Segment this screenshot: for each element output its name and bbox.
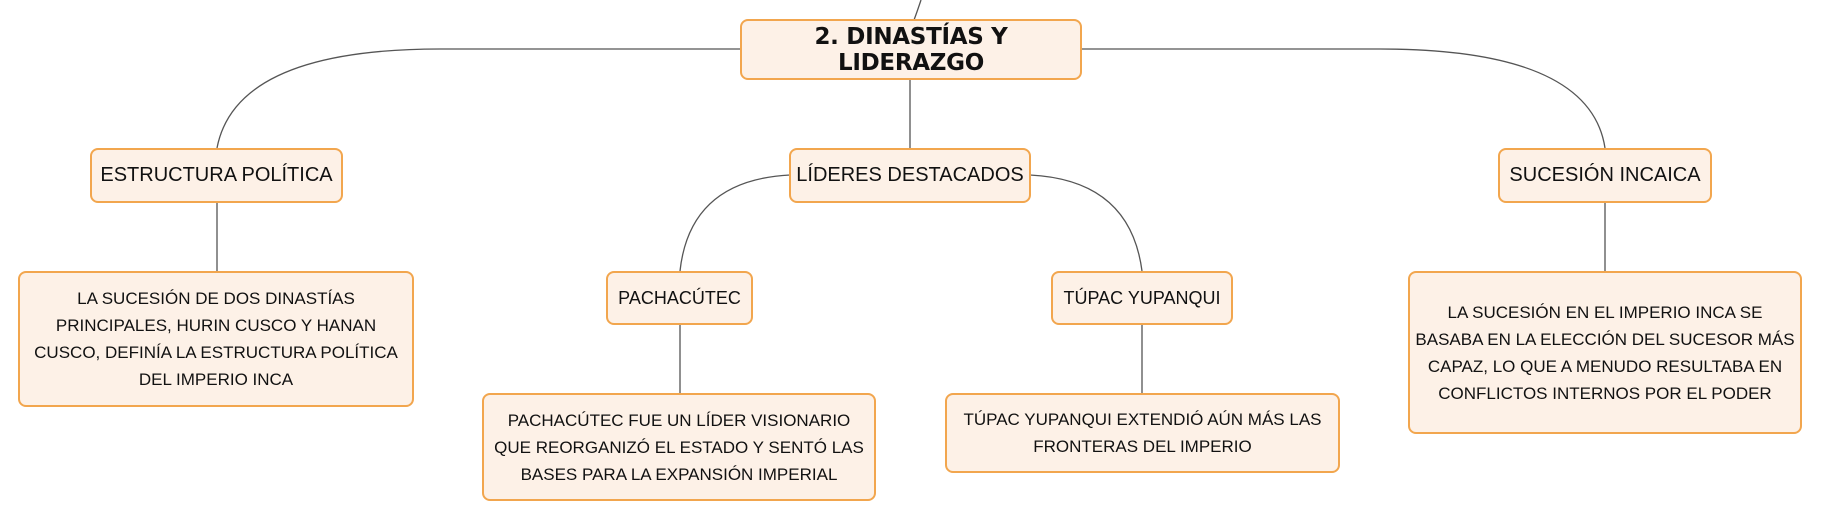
desc-sucesion-incaica-text: LA SUCESIÓN EN EL IMPERIO INCA SE BASABA… — [1415, 302, 1795, 403]
desc-estructura-politica[interactable]: LA SUCESIÓN DE DOS DINASTÍAS PRINCIPALES… — [18, 271, 414, 407]
root-label: 2. DINASTÍAS Y LIDERAZGO — [814, 23, 1008, 76]
desc-pachacutec-text: PACHACÚTEC FUE UN LÍDER VISIONARIO QUE R… — [494, 410, 864, 484]
desc-pachacutec[interactable]: PACHACÚTEC FUE UN LÍDER VISIONARIO QUE R… — [482, 393, 876, 501]
connector-root-to-sucesion — [1081, 48, 1606, 149]
leaf-pachacutec-label: PACHACÚTEC — [618, 287, 741, 308]
desc-sucesion-incaica[interactable]: LA SUCESIÓN EN EL IMPERIO INCA SE BASABA… — [1408, 271, 1802, 434]
topic-sucesion-incaica[interactable]: SUCESIÓN INCAICA — [1498, 148, 1712, 203]
leaf-tupac-yupanqui-label: TÚPAC YUPANQUI — [1063, 287, 1221, 308]
connector-from-parent — [913, 0, 922, 21]
connector-lideres-to-tupac — [1029, 174, 1143, 272]
desc-tupac-yupanqui[interactable]: TÚPAC YUPANQUI EXTENDIÓ AÚN MÁS LAS FRON… — [945, 393, 1340, 473]
topic-lideres-destacados-label: LÍDERES DESTACADOS — [796, 164, 1024, 186]
leaf-tupac-yupanqui[interactable]: TÚPAC YUPANQUI — [1051, 271, 1233, 325]
topic-lideres-destacados[interactable]: LÍDERES DESTACADOS — [789, 148, 1031, 203]
leaf-pachacutec[interactable]: PACHACÚTEC — [606, 271, 753, 325]
topic-estructura-politica-label: ESTRUCTURA POLÍTICA — [100, 164, 333, 186]
desc-estructura-politica-text: LA SUCESIÓN DE DOS DINASTÍAS PRINCIPALES… — [34, 289, 398, 389]
desc-tupac-yupanqui-text: TÚPAC YUPANQUI EXTENDIÓ AÚN MÁS LAS FRON… — [963, 410, 1322, 456]
topic-sucesion-incaica-label: SUCESIÓN INCAICA — [1509, 164, 1701, 186]
connector-root-to-estructura — [216, 48, 742, 149]
root-node[interactable]: 2. DINASTÍAS Y LIDERAZGO — [740, 19, 1082, 80]
topic-estructura-politica[interactable]: ESTRUCTURA POLÍTICA — [90, 148, 343, 203]
connector-lideres-to-pachacutec — [679, 174, 791, 272]
